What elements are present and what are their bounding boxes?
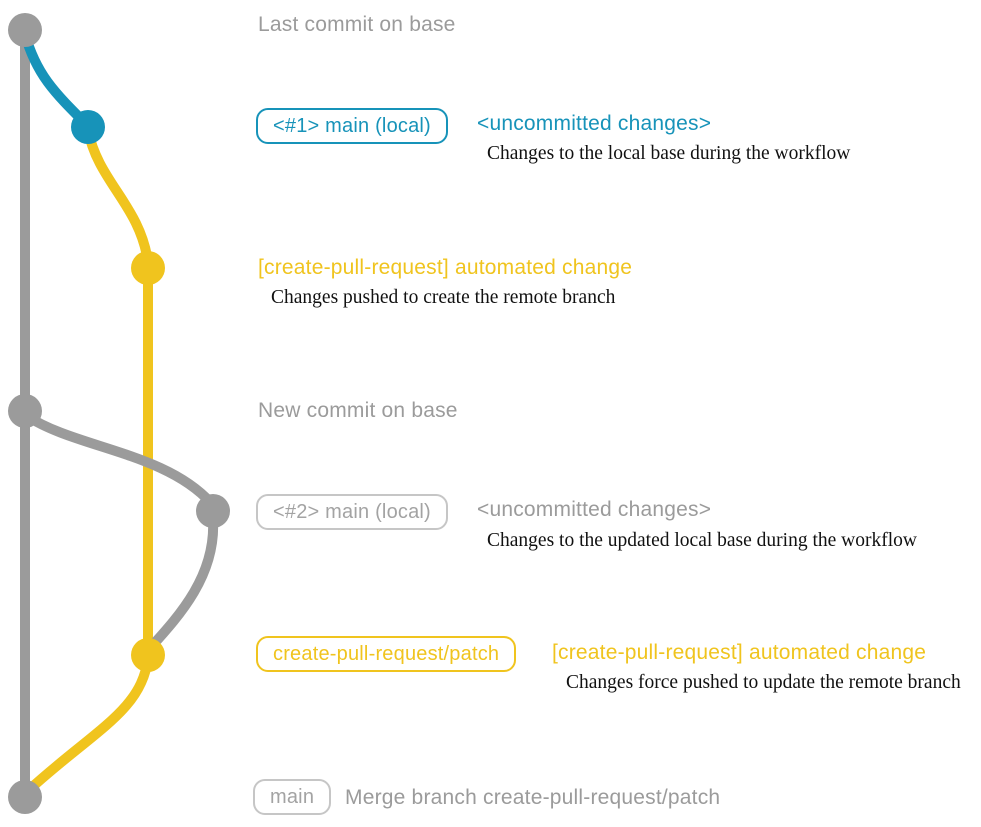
label-uncommitted-changes-2: <uncommitted changes> [477, 498, 712, 521]
local-changes-curve-1 [20, 32, 90, 128]
label-new-commit-on-base: New commit on base [258, 399, 458, 422]
commit-node-local-main-2 [196, 494, 230, 528]
commit-node-merge [8, 780, 42, 814]
badge-main-local-2: <#2> main (local) [256, 494, 448, 530]
patch-branch-merge-curve [26, 657, 153, 793]
badge-main: main [253, 779, 332, 815]
patch-branch-create-curve [83, 128, 153, 263]
rebase-curve [147, 519, 219, 651]
label-automated-change-2: [create-pull-request] automated change [552, 641, 927, 664]
desc-automated-change-1: Changes pushed to create the remote bran… [271, 287, 616, 308]
label-uncommitted-changes-1: <uncommitted changes> [477, 112, 712, 135]
local-changes-curve-2 [24, 411, 215, 507]
desc-uncommitted-changes-2: Changes to the updated local base during… [487, 530, 917, 551]
commit-node-new-base [8, 394, 42, 428]
badge-create-pull-request-patch: create-pull-request/patch [256, 636, 517, 672]
badge-main-local-1: <#1> main (local) [256, 108, 448, 144]
desc-automated-change-2: Changes force pushed to update the remot… [566, 672, 961, 693]
git-graph [8, 13, 230, 814]
label-merge-branch: Merge branch create-pull-request/patch [345, 786, 721, 809]
commit-node-last-base [8, 13, 42, 47]
commit-node-patch-1 [131, 251, 165, 285]
commit-node-local-main-1 [71, 110, 105, 144]
label-last-commit-on-base: Last commit on base [258, 13, 456, 36]
commit-node-patch-2 [131, 638, 165, 672]
desc-uncommitted-changes-1: Changes to the local base during the wor… [487, 143, 851, 164]
label-automated-change-1: [create-pull-request] automated change [258, 256, 633, 279]
